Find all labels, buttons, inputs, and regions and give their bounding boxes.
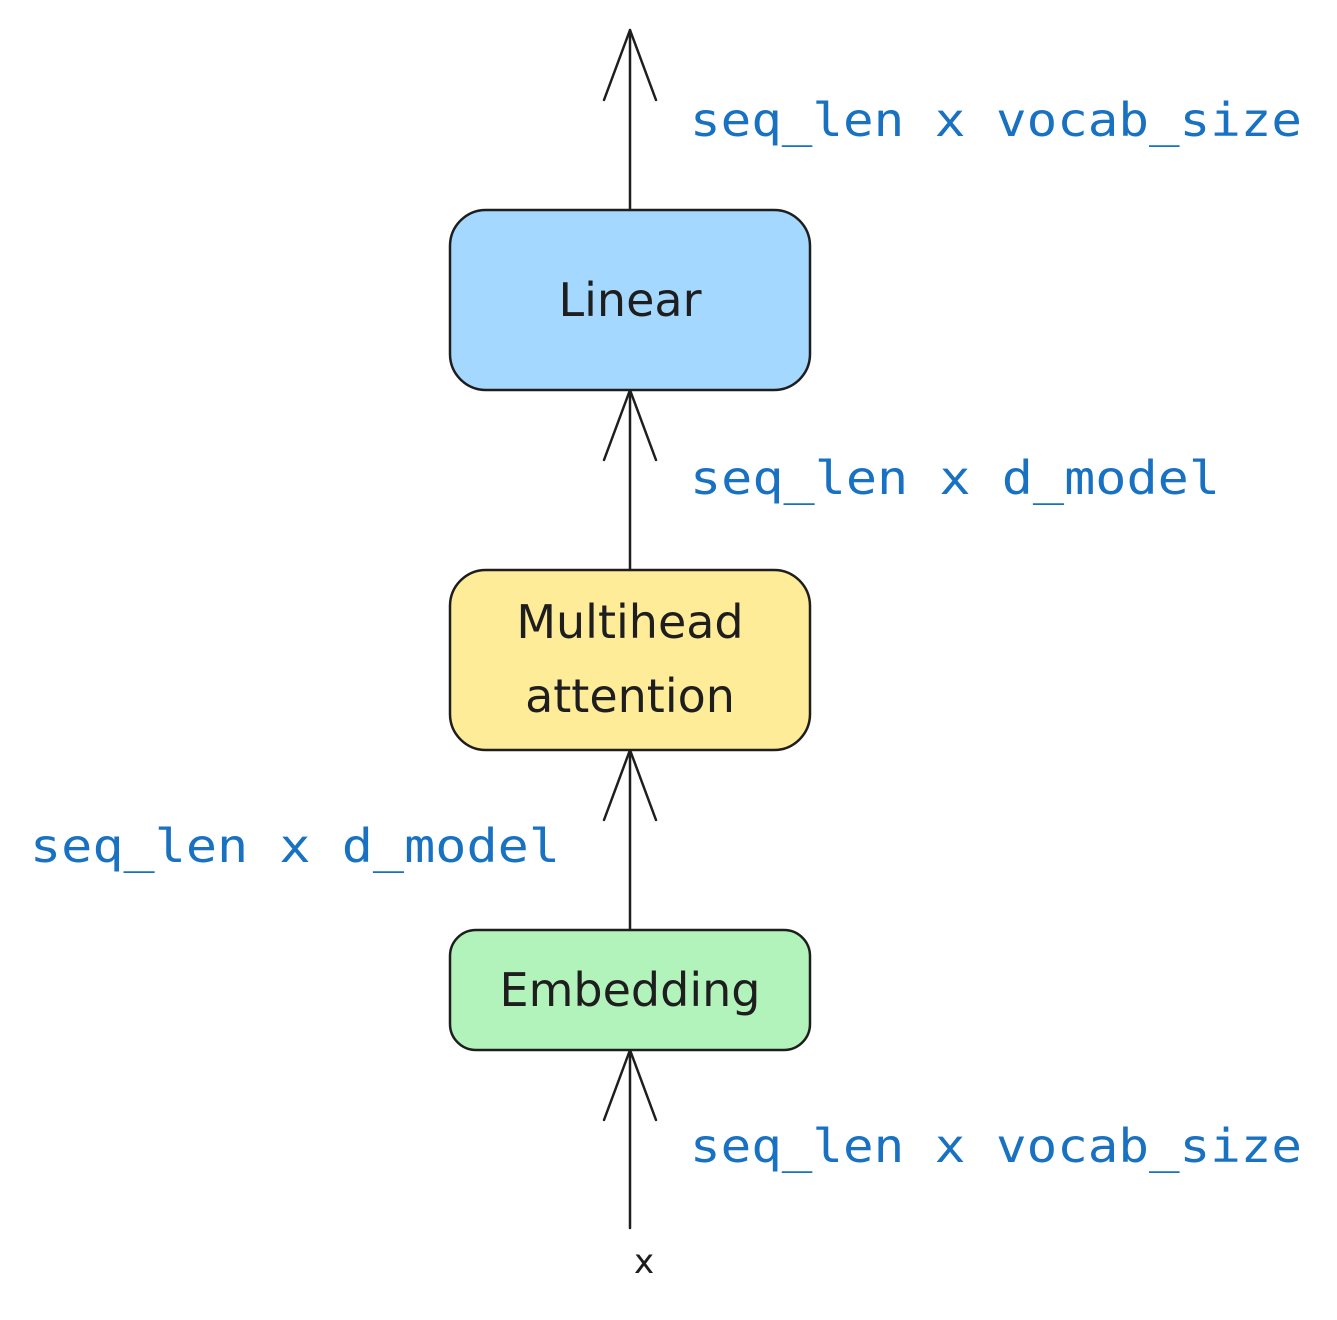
embedding-node: Embedding [448,928,812,1052]
arrow-embedding-to-attention [602,748,658,932]
linear-node: Linear [448,208,812,392]
attention-box [448,568,812,752]
arrow-attention-to-linear [602,388,658,572]
embedding-label: Embedding [500,963,761,1017]
attention-label-line2: attention [525,669,735,723]
arrow-input-to-embedding [602,1048,658,1230]
dim-label-input: seq_len x vocab_size [690,1119,1302,1173]
dim-label-embedding-out: seq_len x d_model [30,819,560,873]
linear-box [448,208,812,392]
embedding-box [448,928,812,1052]
linear-label: Linear [559,273,702,327]
dim-label-output: seq_len x vocab_size [690,93,1302,147]
attention-label-line1: Multihead [516,595,743,649]
input-x-label: x [634,1242,654,1282]
attention-node: Multihead attention [448,568,812,752]
arrow-output [602,28,658,212]
dim-label-attention-out: seq_len x d_model [690,451,1220,505]
